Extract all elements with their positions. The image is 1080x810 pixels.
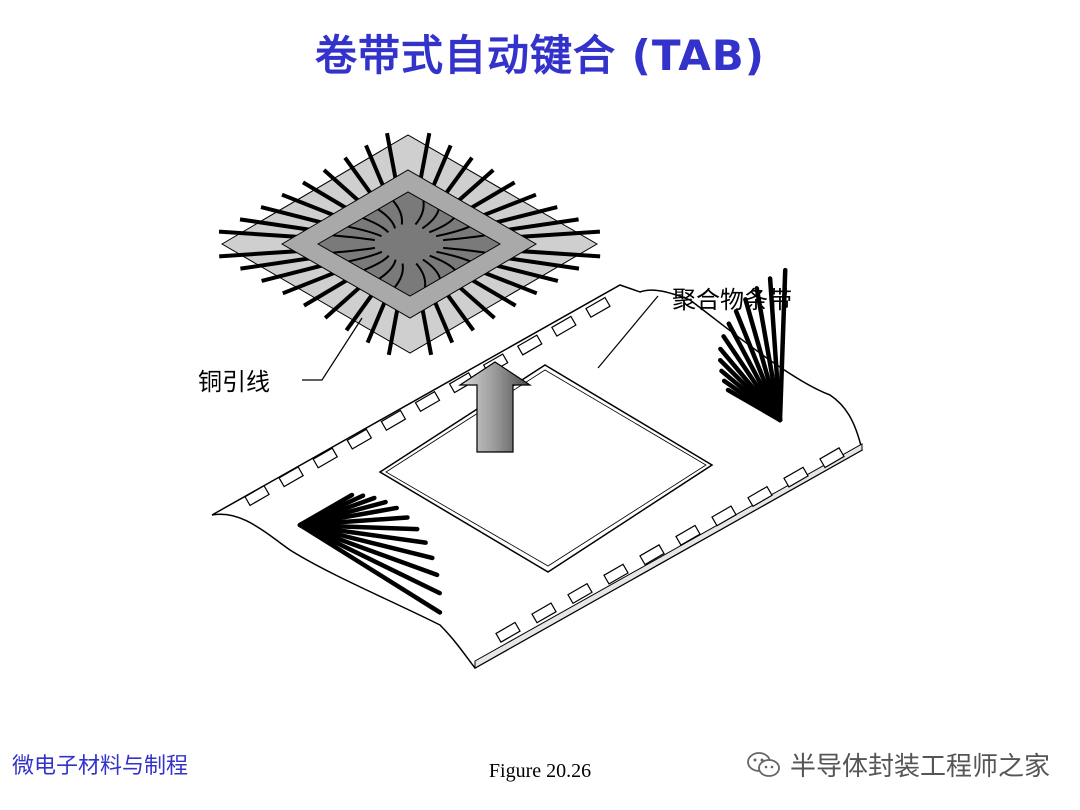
inner-lead [363,255,390,271]
inner-lead [377,208,397,229]
sprocket-hole [711,505,737,527]
sprocket-hole [819,447,845,469]
tape-lead [297,522,442,596]
inner-lead [435,225,470,238]
figure-caption: Figure 20.26 [488,760,592,782]
copper-leads-label: 铜引线 [198,368,270,396]
tape-leads-left [297,492,443,615]
sprocket-hole [585,296,611,319]
tape-lead [767,276,783,423]
sprocket-hole [567,582,593,605]
inner-lead [442,234,485,242]
sprocket-hole [278,466,304,488]
inner-lead [443,246,486,254]
up-arrow-icon [457,361,533,453]
inner-lead [422,258,441,279]
polymer-tape [211,267,863,669]
chip-assembly [218,132,601,356]
tape-lead [297,522,443,615]
inner-lead [378,259,397,280]
inner-lead [333,246,376,254]
inner-leads [332,200,486,288]
sprocket-hole [783,466,809,488]
inner-lead [436,250,471,263]
wechat-icon [747,751,780,777]
inner-lead [428,217,455,234]
sprocket-hole [312,447,339,469]
tape-lead [754,286,783,423]
inner-lead [393,263,404,288]
inner-lead [414,200,425,226]
inner-lead [429,254,456,271]
sprocket-hole [551,315,577,337]
tape-label-leader [597,295,659,369]
sprocket-hole [603,563,629,585]
inner-lead [362,217,390,234]
course-name: 微电子材料与制程 [12,754,189,779]
tape-thickness [474,443,863,669]
tape-lead [297,522,435,561]
sprocket-hole [747,485,773,508]
sprocket-hole [516,334,543,356]
watermark-text: 半导体封装工程师之家 [789,752,1050,782]
tape-leads-right [717,267,788,423]
inner-lead [421,209,440,230]
sprocket-hole [639,544,665,566]
polymer-tape-label: 聚合物条带 [672,286,792,314]
sprocket-hole [414,390,441,413]
inner-lead [347,225,382,238]
sprocket-hole [380,409,407,431]
tape-lead [297,522,440,578]
watermark: 半导体封装工程师之家 [746,746,1050,783]
lead-label-leader [302,317,363,381]
sprocket-hole [675,524,701,546]
sprocket-hole [531,602,557,624]
inner-lead [415,262,427,288]
inner-lead [332,234,375,242]
sprocket-hole [495,621,521,643]
sprocket-hole [244,484,270,507]
page-title: 卷带式自动键合 (TAB) [315,31,765,80]
tape-lead [777,267,788,423]
inner-lead [392,200,404,225]
sprocket-holes [244,296,845,643]
inner-lead [348,250,383,263]
sprocket-hole [346,428,373,450]
